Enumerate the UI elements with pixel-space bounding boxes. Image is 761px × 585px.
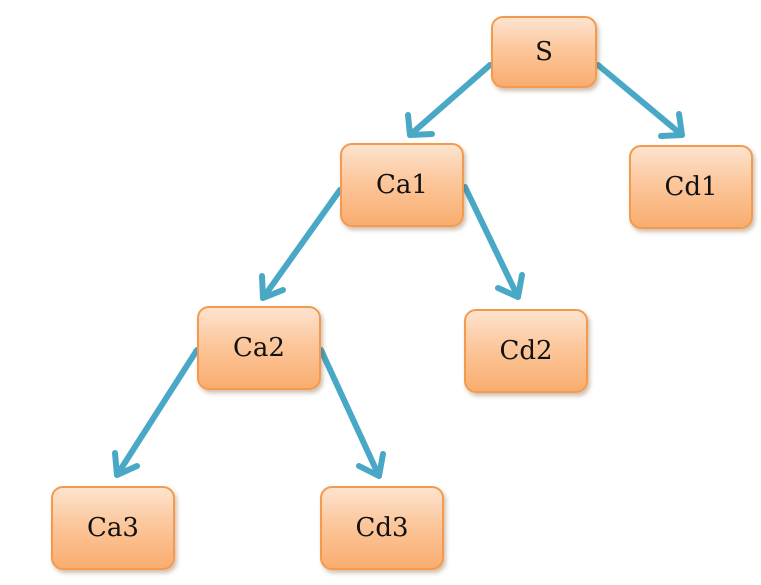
node-ca3-label: Ca3 (87, 513, 139, 543)
node-s: S (491, 16, 597, 88)
node-ca2: Ca2 (197, 306, 321, 390)
edge-s-cd1 (595, 62, 685, 139)
edge-ca1-ca2 (259, 187, 343, 301)
edge-ca2-cd3 (318, 347, 386, 479)
node-ca2-label: Ca2 (233, 333, 285, 363)
node-s-label: S (535, 37, 553, 67)
node-cd2: Cd2 (464, 309, 588, 393)
edge-ca1-cd2 (462, 184, 525, 300)
node-cd1-label: Cd1 (664, 172, 718, 202)
node-ca1-label: Ca1 (376, 170, 428, 200)
node-cd3: Cd3 (320, 486, 444, 570)
node-ca3: Ca3 (51, 486, 175, 570)
node-cd1: Cd1 (629, 145, 753, 229)
node-cd3-label: Cd3 (355, 513, 409, 543)
node-ca1: Ca1 (340, 143, 464, 227)
node-cd2-label: Cd2 (499, 336, 553, 366)
edge-ca2-ca3 (112, 347, 200, 478)
edge-s-ca1 (405, 62, 493, 138)
